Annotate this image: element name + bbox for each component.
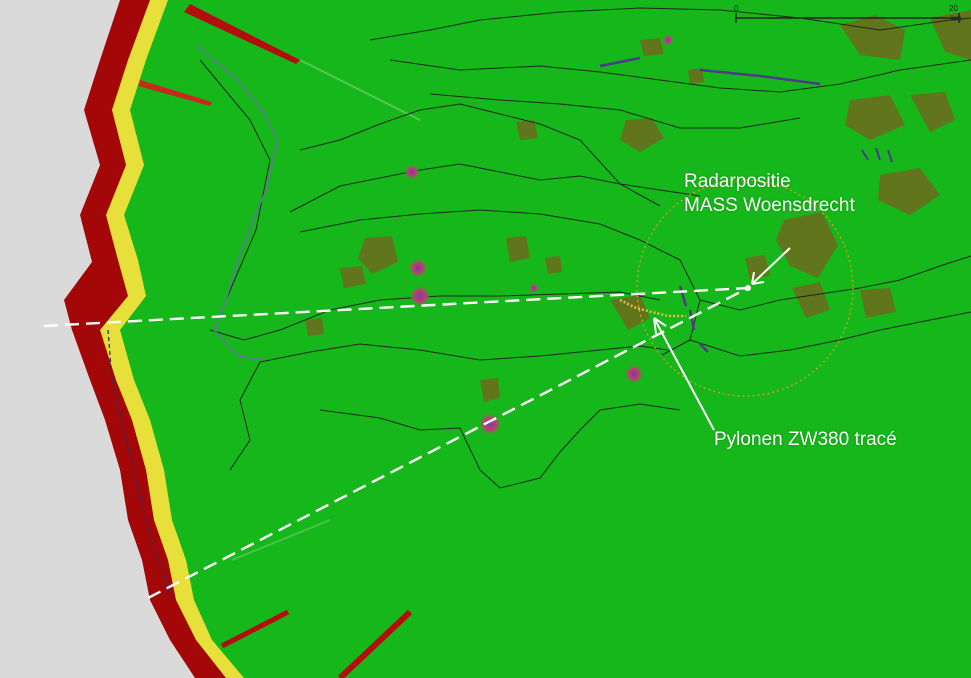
radar-range-circle	[636, 179, 854, 397]
national-border	[195, 44, 279, 361]
pylon-trace-annotation: Pylonen ZW380 tracé	[714, 429, 897, 450]
annotation-arrows	[653, 247, 791, 431]
scale-start-label: 0	[734, 4, 739, 13]
coverage-edge-contour	[107, 329, 173, 601]
reflection-spots	[404, 34, 893, 436]
coverage-area	[120, 0, 971, 678]
scale-bar-graphic	[735, 13, 960, 23]
radar-position-annotation: Radarpositie MASS Woensdrecht	[684, 170, 855, 218]
radar-label-line2: MASS Woensdrecht	[684, 195, 855, 216]
pylon-trace	[619, 298, 686, 318]
pylon-arrow	[653, 317, 715, 431]
radar-label-line1: Radarpositie	[684, 171, 791, 192]
radar-position-marker	[745, 285, 751, 291]
scale-bar: 0 20 km	[733, 4, 963, 26]
sight-lines	[43, 286, 749, 600]
urban-areas	[305, 10, 971, 402]
radar-arrow	[751, 247, 791, 285]
scale-unit-label: km	[951, 14, 962, 23]
radar-streaks	[138, 4, 421, 678]
scale-end-label: 20	[949, 4, 958, 13]
